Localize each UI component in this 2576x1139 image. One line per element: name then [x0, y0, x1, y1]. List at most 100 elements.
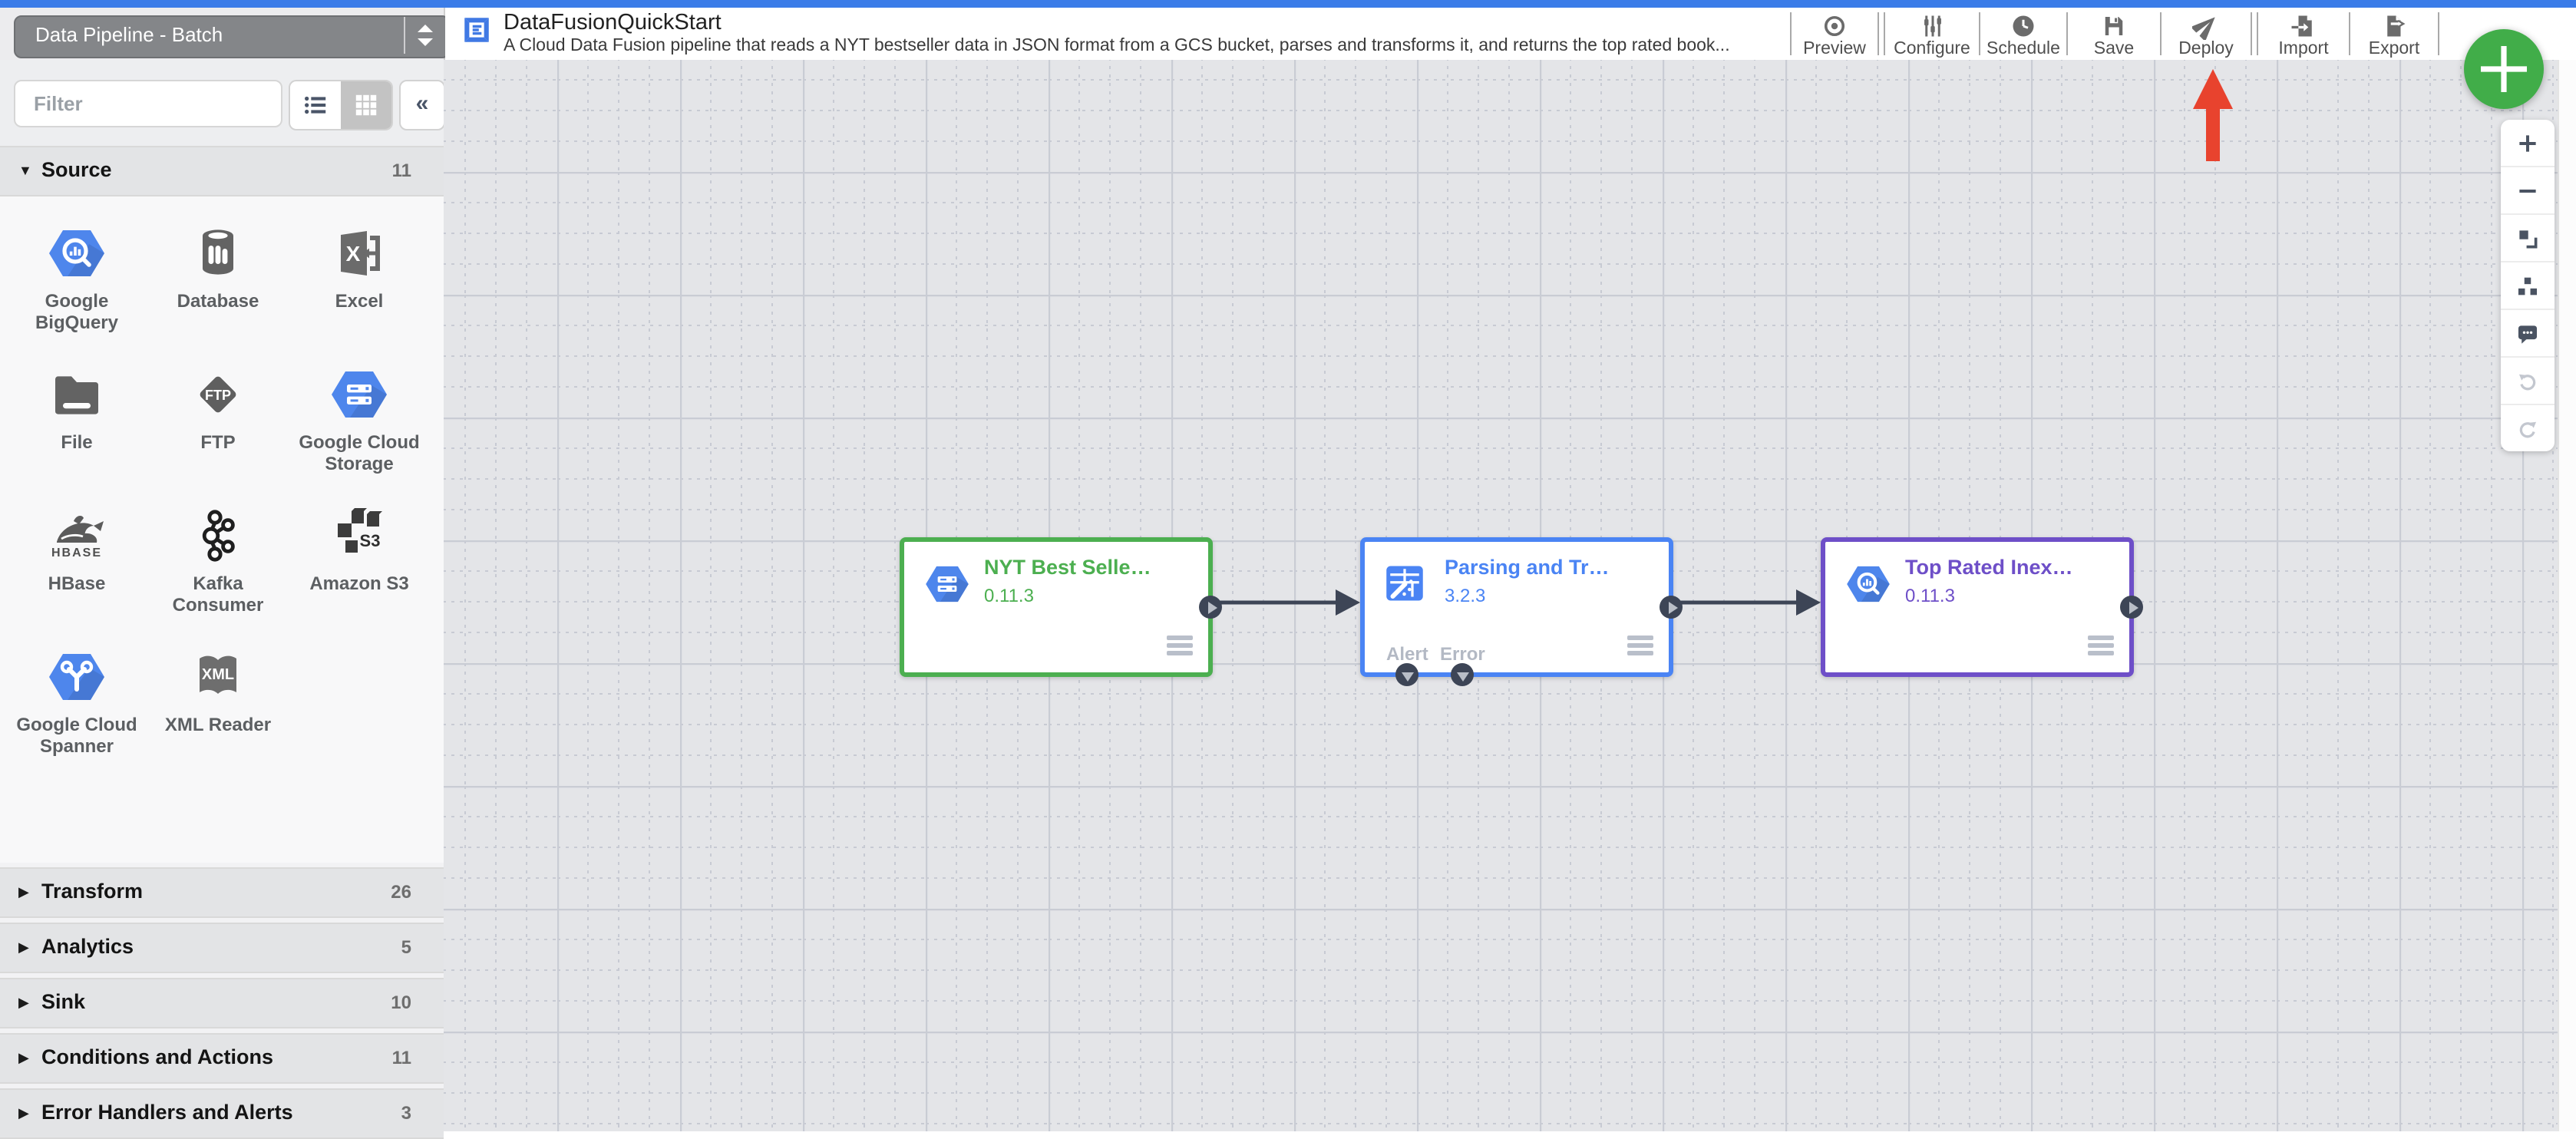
- node-title: Top Rated Inex…: [1905, 556, 2073, 579]
- import-button[interactable]: Import: [2258, 8, 2349, 60]
- plugin-google-cloud-storage[interactable]: Google Cloud Storage: [289, 364, 430, 505]
- wrangler-icon: [1386, 566, 1423, 601]
- add-button[interactable]: [2464, 29, 2544, 109]
- toolbar-separator: [2438, 12, 2439, 55]
- grid-view-icon: [355, 94, 377, 116]
- schedule-button[interactable]: Schedule: [1980, 8, 2066, 60]
- pipeline-type-dropdown[interactable]: Data Pipeline - Batch: [14, 15, 450, 58]
- zoom-out-button[interactable]: [2501, 167, 2555, 215]
- preview-button[interactable]: Preview: [1792, 8, 1878, 60]
- node-version: 0.11.3: [1905, 585, 1955, 606]
- list-view-button[interactable]: [290, 81, 341, 129]
- redo-button[interactable]: [2501, 405, 2555, 451]
- plugin-kafka-consumer[interactable]: Kafka Consumer: [147, 505, 289, 646]
- node-alert-port[interactable]: [1395, 663, 1418, 686]
- fit-to-screen-icon: [2519, 229, 2538, 248]
- node-title: Parsing and Tr…: [1445, 556, 1610, 579]
- pipeline-node-nyt-source[interactable]: NYT Best Selle… 0.11.3: [900, 537, 1222, 677]
- canvas-zoom-toolbar: [2501, 120, 2555, 451]
- plugin-ftp[interactable]: FTP FTP: [147, 364, 289, 505]
- node-output-port[interactable]: [1660, 596, 1683, 619]
- align-nodes-button[interactable]: [2501, 262, 2555, 310]
- plugin-file[interactable]: File: [6, 364, 147, 505]
- svg-text:XML: XML: [202, 666, 234, 683]
- plugin-amazon-s3[interactable]: S3 Amazon S3: [289, 505, 430, 646]
- comments-button[interactable]: [2501, 310, 2555, 358]
- export-file-icon: [2386, 15, 2405, 37]
- zoom-in-button[interactable]: [2501, 120, 2555, 167]
- import-file-icon: [2290, 15, 2311, 37]
- plugin-sidebar: « ▼ Source 11 Google BigQuery Database X…: [0, 60, 445, 1139]
- section-conditions-and-actions[interactable]: ▶ Conditions and Actions 11: [0, 1033, 444, 1084]
- deploy-button[interactable]: Deploy: [2162, 8, 2251, 60]
- configure-button[interactable]: Configure: [1885, 8, 1979, 60]
- kafka-icon: [202, 510, 235, 562]
- node-version: 3.2.3: [1445, 585, 1486, 606]
- list-view-icon: [305, 96, 326, 114]
- pipeline-node-bigquery-sink[interactable]: Top Rated Inex… 0.11.3: [1821, 537, 2143, 677]
- ftp-icon: FTP: [200, 376, 236, 413]
- undo-button[interactable]: [2501, 358, 2555, 405]
- section-sink[interactable]: ▶ Sink 10: [0, 978, 444, 1028]
- dropdown-arrows-icon: [404, 17, 448, 54]
- google-cloud-storage-icon: [926, 566, 969, 603]
- node-output-port[interactable]: [1199, 596, 1222, 619]
- plugin-google-bigquery[interactable]: Google BigQuery: [6, 223, 147, 364]
- google-cloud-spanner-icon: [49, 654, 104, 700]
- source-plugins-panel: Google BigQuery Database X Excel File FT…: [0, 196, 444, 863]
- zoom-out-icon: [2519, 189, 2536, 192]
- plugin-hbase[interactable]: HBASE HBase: [6, 505, 147, 646]
- svg-text:FTP: FTP: [205, 388, 231, 403]
- section-transform[interactable]: ▶ Transform 26: [0, 867, 444, 918]
- plugin-google-cloud-spanner[interactable]: Google Cloud Spanner: [6, 646, 147, 787]
- pipeline-type-label: Data Pipeline - Batch: [35, 23, 223, 46]
- xml-reader-icon: XML: [200, 655, 236, 694]
- section-count: 10: [391, 992, 411, 1013]
- pipeline-canvas[interactable]: NYT Best Selle… 0.11.3 Parsing and Tr… 3…: [444, 60, 2558, 1131]
- toolbar-separator: [1790, 12, 1792, 55]
- google-bigquery-icon: [1847, 566, 1890, 603]
- toolbar-separator: [1884, 12, 1885, 55]
- cdap-logo-icon: [464, 18, 489, 42]
- grid-view-button[interactable]: [341, 81, 391, 129]
- fit-to-screen-button[interactable]: [2501, 215, 2555, 262]
- section-count: 26: [391, 881, 411, 903]
- amazon-s3-icon: S3: [338, 508, 382, 553]
- node-title: NYT Best Selle…: [984, 556, 1151, 579]
- caret-right-icon: ▶: [18, 884, 29, 900]
- caret-right-icon: ▶: [18, 939, 29, 955]
- section-source[interactable]: ▼ Source 11: [0, 146, 444, 196]
- collapse-sidebar-button[interactable]: «: [399, 80, 445, 130]
- node-output-port[interactable]: [2120, 596, 2143, 619]
- node-menu-icon[interactable]: [2088, 636, 2114, 659]
- clock-icon: [2013, 15, 2034, 37]
- play-icon: [1207, 601, 1217, 613]
- caret-down-icon: [1456, 672, 1468, 681]
- plugin-xml-reader[interactable]: XML XML Reader: [147, 646, 289, 787]
- plugin-database[interactable]: Database: [147, 223, 289, 364]
- toolbar-separator: [2257, 12, 2258, 55]
- toolbar-separator: [2251, 12, 2252, 55]
- section-error-handlers-and-alerts[interactable]: ▶ Error Handlers and Alerts 3: [0, 1088, 444, 1139]
- caret-right-icon: ▶: [18, 995, 29, 1010]
- play-icon: [2129, 601, 2138, 613]
- filter-input[interactable]: [14, 80, 282, 127]
- export-button[interactable]: Export: [2350, 8, 2438, 60]
- pipeline-description: A Cloud Data Fusion pipeline that reads …: [504, 37, 1730, 55]
- caret-down-icon: ▼: [18, 163, 32, 178]
- database-icon: [203, 229, 233, 275]
- node-menu-icon[interactable]: [1627, 636, 1653, 659]
- save-floppy-icon: [2105, 17, 2123, 35]
- section-analytics[interactable]: ▶ Analytics 5: [0, 923, 444, 973]
- plugin-excel[interactable]: X Excel: [289, 223, 430, 364]
- toolbar-separator: [1979, 12, 1980, 55]
- plus-icon: [2481, 46, 2527, 92]
- paper-plane-icon: [2192, 17, 2215, 40]
- node-menu-icon[interactable]: [1167, 636, 1193, 659]
- zoom-in-icon: [2519, 134, 2536, 151]
- play-icon: [1668, 601, 1677, 613]
- save-button[interactable]: Save: [2068, 8, 2160, 60]
- node-error-port[interactable]: [1451, 663, 1474, 686]
- pipeline-node-wrangler[interactable]: Parsing and Tr… 3.2.3 Alert Error: [1360, 537, 1683, 686]
